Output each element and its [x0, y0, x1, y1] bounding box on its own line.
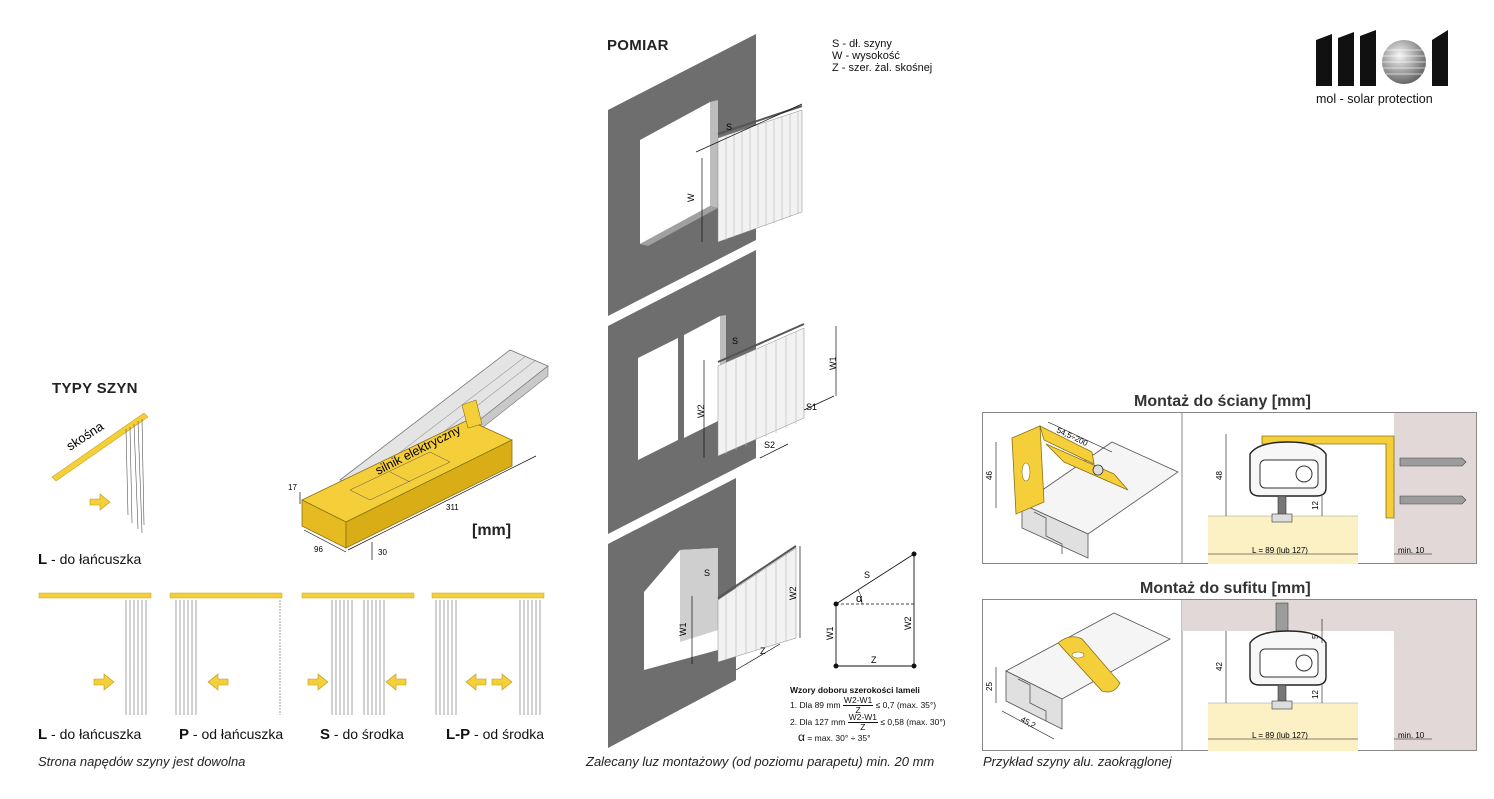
rail-types-caption: Strona napędów szyny jest dowolna	[38, 754, 246, 769]
unit-label: [mm]	[472, 522, 512, 539]
label-s-2: S	[732, 336, 738, 346]
label-w2-panel2: W2	[696, 405, 706, 419]
ceiling-mount-title: Montaż do sufitu [mm]	[1140, 580, 1311, 597]
drive-label-left: L - do łańcuszka	[38, 726, 142, 743]
slanted-rail-diagram: skośna	[51, 412, 149, 534]
measure-title: POMIAR	[607, 37, 669, 54]
label-alpha: α	[856, 593, 863, 605]
drive-from-figure	[169, 592, 283, 715]
wall-mount-title: Montaż do ściany [mm]	[1134, 393, 1311, 410]
ceiling-dim-d: 5	[1311, 634, 1320, 639]
legend-z: Z - szer. żal. skośnej	[832, 62, 933, 74]
label-w1-panel3: W1	[678, 623, 688, 637]
ceiling-dim-c: 42	[1215, 662, 1224, 671]
label-w1-schema: W1	[825, 627, 835, 641]
brand-tagline: mol - solar protection	[1316, 92, 1433, 106]
measure-legend: S - dł. szyny W - wysokość Z - szer. żal…	[832, 38, 932, 74]
label-z-panel3: Z	[760, 646, 766, 656]
drive-types-diagram	[38, 592, 545, 715]
screw-icon	[1092, 464, 1104, 476]
ceiling-mount-panel: 25 45,2 42 5 12 L = 89 (lub 127) min. 10	[982, 599, 1477, 751]
wall-mount-panel: 54,5÷200 46 48 12 L = 89 (lub 127) min. …	[982, 412, 1477, 564]
wall-panel-3: S W1 W2 Z	[608, 478, 801, 748]
rail-types-title: TYPY SZYN	[52, 380, 138, 397]
brand-logo: mol - solar protection	[1312, 26, 1462, 106]
ceiling-dim-l: L = 89 (lub 127)	[1252, 731, 1308, 740]
drive-from-center-figure	[431, 592, 545, 715]
angle-schematic: S α W1 W2 Z	[825, 551, 917, 669]
legend-s: S - dł. szyny	[832, 38, 892, 50]
mol-logo-icon	[1316, 30, 1448, 86]
arrow-right-icon	[89, 493, 111, 511]
label-s-3: S	[704, 568, 710, 578]
dim-96: 96	[314, 545, 323, 554]
wall-dim-c: 48	[1215, 471, 1224, 480]
motor-rail-diagram: silnik elektryczny 17 96 30 311	[288, 349, 549, 560]
wall-dim-min: min. 10	[1398, 546, 1425, 555]
label-s-schema: S	[864, 570, 870, 580]
dim-311: 311	[446, 503, 459, 512]
ceiling-dim-e: 12	[1311, 690, 1320, 699]
wall-panel-2: S W2 W1 S1 S2	[608, 250, 838, 534]
label-s1: S1	[806, 402, 817, 412]
wall-panel-1: S W	[608, 34, 803, 316]
wall-dim-l: L = 89 (lub 127)	[1252, 546, 1308, 555]
label-w2-schema: W2	[903, 617, 913, 631]
label-z-schema: Z	[871, 655, 877, 665]
drive-label-from-center: L-P - od środka	[446, 726, 545, 743]
wall-dim-b: 46	[985, 471, 994, 480]
formulas-title: Wzory doboru szerokości lameli	[790, 685, 920, 695]
measure-caption: Zalecany luz montażowy (od poziomu parap…	[586, 754, 935, 769]
slanted-drive-label: L - do łańcuszka	[38, 551, 142, 568]
wall-dim-d: 12	[1311, 501, 1320, 510]
dim-17: 17	[288, 483, 297, 492]
measure-diagram: S W S W2 W1 S1 S2	[608, 34, 917, 748]
label-s2: S2	[764, 440, 775, 450]
label-w: W	[686, 193, 696, 202]
label-w2-panel3: W2	[788, 587, 798, 601]
drive-label-center: S - do środka	[320, 726, 404, 743]
legend-w: W - wysokość	[832, 50, 900, 62]
label-w1-panel2: W1	[828, 357, 838, 371]
drive-left-figure	[38, 592, 152, 715]
drive-label-from: P - od łańcuszka	[179, 726, 284, 743]
ceiling-dim-min: min. 10	[1398, 731, 1425, 740]
mounting-caption: Przykład szyny alu. zaokrąglonej	[983, 754, 1172, 769]
label-s-1: S	[726, 122, 732, 132]
ceiling-dim-a: 25	[985, 682, 994, 691]
formula-3: α = max. 30° ÷ 35°	[798, 730, 871, 744]
drive-center-figure	[301, 592, 415, 715]
dim-30: 30	[378, 548, 387, 557]
